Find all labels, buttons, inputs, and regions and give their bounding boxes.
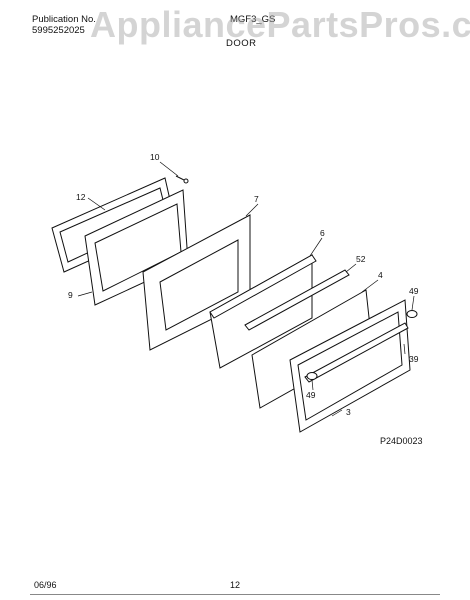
- publication-label: Publication No.: [32, 14, 96, 25]
- callout-52: 52: [356, 254, 366, 264]
- callout-10: 10: [150, 152, 160, 162]
- model-number: MGF3_GS: [230, 14, 276, 25]
- callout-39: 39: [409, 354, 419, 364]
- figure-code: P24D0023: [380, 436, 423, 446]
- footer-date: 06/96: [34, 580, 57, 590]
- part-52-bracket: [244, 269, 350, 331]
- callout-49-right: 49: [409, 286, 419, 296]
- callout-4: 4: [378, 270, 383, 280]
- section-title: DOOR: [226, 38, 257, 49]
- part-6-inner-panel: [209, 254, 317, 369]
- part-49-end-cap-right: [406, 310, 418, 318]
- part-39-handle: [304, 322, 409, 383]
- watermark-text: AppliancePartsPros.com: [90, 4, 470, 45]
- callout-49-left: 49: [306, 390, 316, 400]
- publication-number: 5995252025: [32, 25, 85, 36]
- page-number: 12: [230, 580, 241, 590]
- callout-12: 12: [76, 192, 86, 202]
- part-49-end-cap-left: [306, 372, 318, 380]
- callout-3: 3: [346, 407, 351, 417]
- callout-9: 9: [68, 290, 73, 300]
- leader-lines: [77, 161, 415, 417]
- callout-6: 6: [320, 228, 325, 238]
- footer-divider: [30, 594, 440, 595]
- part-10-screw: [175, 175, 189, 184]
- callout-7: 7: [254, 194, 259, 204]
- publication-block: Publication No. 5995252025: [32, 14, 96, 36]
